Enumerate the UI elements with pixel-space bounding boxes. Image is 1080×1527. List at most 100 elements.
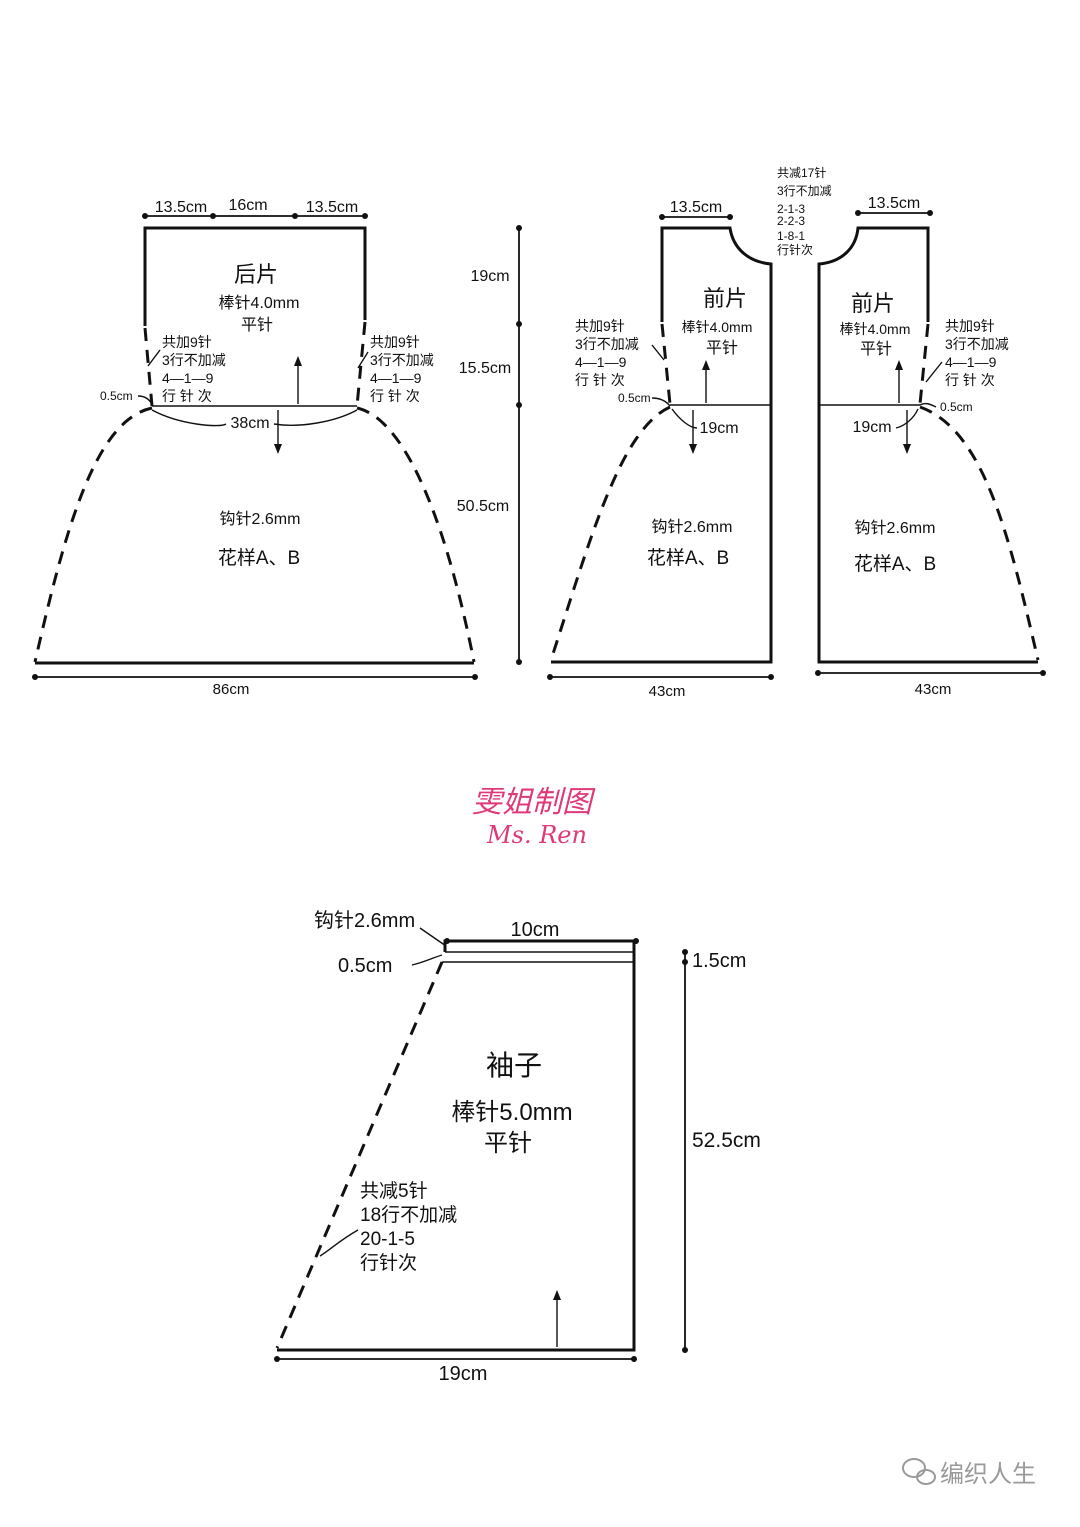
svg-text:行 针 次: 行 针 次 [370,388,420,404]
front-left-piece: 13.5cm 前片 棒针4.0mm 平针 共加9针 3行不加减 4—1—9 行 … [547,199,774,700]
front-right-skirt-side [919,405,1040,661]
front-left-skirt-side [549,405,671,661]
svg-text:共加9针: 共加9针 [575,318,625,334]
svg-text:共加9针: 共加9针 [945,318,995,334]
watermark-cn: 雯姐制图 [472,785,596,820]
back-title: 后片 [234,262,278,287]
svg-text:3行不加减: 3行不加减 [162,352,226,368]
footer-label: 编织人生 [940,1461,1036,1488]
front-right-top-dim: 13.5cm [868,195,920,212]
sleeve-gap-leader [411,954,443,966]
back-bodice-side-right [355,321,367,407]
front-right-bottom-dim: 43cm [915,681,952,698]
back-leader-right [357,351,369,369]
svg-text:共加9针: 共加9针 [162,334,212,350]
front-left-hook: 钩针2.6mm [652,518,733,536]
front-left-leader [651,344,665,361]
svg-text:共减5针: 共减5针 [360,1180,428,1202]
back-bottom-dim: 86cm [213,681,250,698]
back-waist-dim: 38cm [230,415,269,432]
sleeve-piece: 10cm 钩针2.6mm 0.5cm 袖子 棒针5.0mm 平针 共减5针 18… [274,909,761,1385]
sleeve-bottom-dim: 19cm [439,1363,488,1385]
svg-text:1-8-1: 1-8-1 [777,229,805,243]
back-skirt-left [33,406,153,663]
vertical-dimension: 19cm 15.5cm 50.5cm [457,225,522,665]
sleeve-hook-leader [419,927,447,947]
vertical-lower: 50.5cm [457,498,509,515]
back-waist-curve-right [273,409,358,426]
front-right-needle: 棒针4.0mm [840,321,911,337]
sleeve-title: 袖子 [486,1050,542,1081]
svg-text:行 针 次: 行 针 次 [945,372,995,388]
back-piece: 13.5cm 16cm 13.5cm 后片 棒针4.0mm 平针 共加9针 3行… [32,197,478,698]
back-leader-left [147,349,161,367]
sleeve-hook: 钩针2.6mm [314,909,415,932]
back-increase-left: 共加9针 3行不加减 4—1—9 行 针 次 [162,334,226,404]
back-top-left-dim: 13.5cm [155,199,207,216]
front-left-increase: 共加9针 3行不加减 4—1—9 行 针 次 [575,318,639,388]
front-right-piece: 13.5cm 前片 棒针4.0mm 平针 共加9针 3行不加减 4—1—9 行 … [815,195,1046,698]
sleeve-needle: 棒针5.0mm [451,1099,572,1126]
svg-text:20-1-5: 20-1-5 [360,1229,415,1250]
sleeve-outline [277,939,636,1352]
svg-text:行针次: 行针次 [360,1252,417,1274]
front-right-pattern: 花样A、B [854,553,936,575]
wechat-icon [902,1458,936,1485]
back-bodice-side-left [143,327,154,407]
front-right-outline [817,226,1038,664]
front-right-waist-curve [895,408,919,429]
sleeve-gap: 0.5cm [338,955,392,977]
back-skirt-right [356,406,476,663]
front-left-needle: 棒针4.0mm [682,319,753,335]
footer-brand: 编织人生 [902,1458,1036,1488]
front-right-increase: 共加9针 3行不加减 4—1—9 行 针 次 [945,318,1009,388]
svg-text:行 针 次: 行 针 次 [575,372,625,388]
svg-text:2-2-3: 2-2-3 [777,214,805,228]
neck-shaping-note: 共减17针 3行不加减 2-1-3 2-2-3 1-8-1 行针次 [777,165,832,257]
front-left-bodice-side [660,323,672,405]
svg-text:4—1—9: 4—1—9 [575,354,627,370]
front-left-top-dim: 13.5cm [670,199,722,216]
front-left-stitch: 平针 [706,339,738,357]
front-right-side-gap: 0.5cm [940,400,973,414]
svg-text:行针次: 行针次 [777,242,813,257]
back-bodice-outline [143,226,367,326]
front-left-gap-leader [651,397,671,407]
back-increase-right: 共加9针 3行不加减 4—1—9 行 针 次 [370,334,434,404]
front-right-leader [925,361,943,383]
sleeve-decrease-note: 共减5针 18行不加减 20-1-5 行针次 [360,1180,457,1274]
back-waist-curve-left [151,409,227,427]
sleeve-height-dim: 52.5cm [692,1129,761,1152]
sleeve-top-dim: 10cm [511,919,560,941]
author-watermark: 雯姐制图 Ms. Ren [472,785,596,849]
svg-text:3行不加减: 3行不加减 [575,336,639,352]
front-left-waist: 19cm [699,420,738,437]
back-gap-leader [137,395,154,407]
front-right-bodice-side [918,323,930,405]
front-right-waist: 19cm [852,419,891,436]
back-side-gap: 0.5cm [100,389,133,403]
sleeve-slanted-side [275,961,444,1349]
sleeve-stitch: 平针 [484,1130,532,1157]
back-top-mid-dim: 16cm [228,197,267,214]
front-left-side-gap: 0.5cm [618,391,651,405]
svg-text:18行不加减: 18行不加减 [360,1204,457,1226]
front-left-title: 前片 [703,286,747,311]
vertical-middle: 15.5cm [459,360,511,377]
svg-text:行 针 次: 行 针 次 [162,388,212,404]
front-left-bottom-dim: 43cm [649,683,686,700]
svg-text:3行不加减: 3行不加减 [370,352,434,368]
svg-text:4—1—9: 4—1—9 [162,370,214,386]
front-left-pattern: 花样A、B [647,547,729,569]
back-stitch: 平针 [241,316,273,334]
sleeve-decrease-leader [319,1229,359,1257]
front-right-gap-leader [919,402,937,408]
sleeve-cuff-dim: 1.5cm [692,950,746,972]
front-right-title: 前片 [851,291,895,316]
watermark-en: Ms. Ren [486,821,587,849]
vertical-upper: 19cm [470,268,509,285]
back-needle: 棒针4.0mm [219,294,300,312]
front-left-outline [551,226,773,664]
front-right-hook: 钩针2.6mm [855,519,936,537]
